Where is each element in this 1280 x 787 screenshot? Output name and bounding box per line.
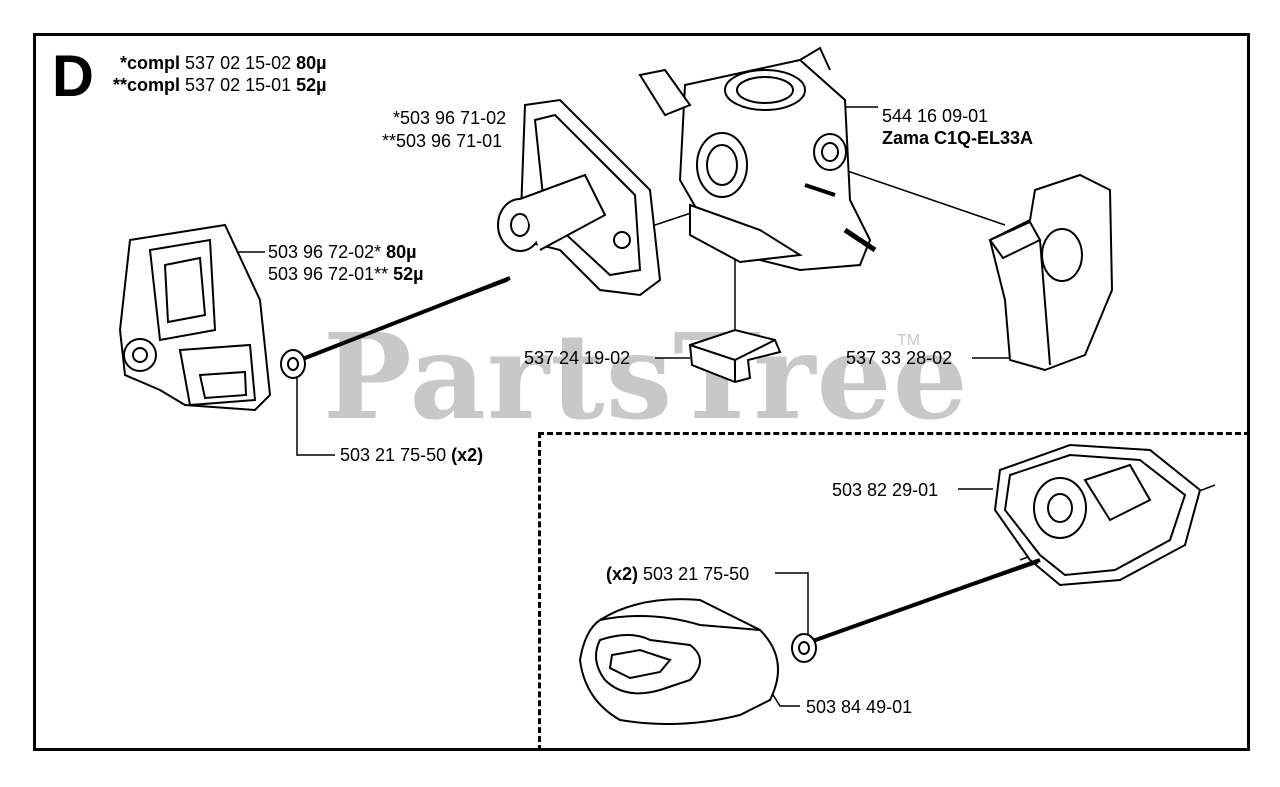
carburetor-illustration: [638, 46, 877, 272]
screw-bottom-illustration: [791, 558, 1041, 663]
callout-holder: 503 82 29-01: [832, 480, 939, 500]
callout-screw-top: 503 21 75-50 (x2): [340, 445, 483, 465]
callout-screw-bottom: (x2) 503 21 75-50: [606, 564, 749, 584]
header-line-1-prefix: *compl: [120, 53, 181, 73]
header-line-1-part: 537 02 15-02: [185, 53, 292, 73]
watermark-text: PartsTree: [323, 307, 969, 446]
plate-illustration: [988, 173, 1114, 372]
callout-intake-a: *503 96 71-02: [393, 108, 507, 128]
callout-block: 537 24 19-02: [524, 348, 631, 368]
header-line-2-size: 52µ: [296, 75, 327, 95]
callout-filter-a-size: 80µ: [386, 242, 417, 262]
intake-adapter-illustration: [497, 98, 662, 297]
callout-screw-bottom-qty: (x2): [606, 564, 639, 584]
callout-carb-part: 544 16 09-01: [882, 106, 989, 126]
header-line-1: *compl 537 02 15-02 80µ: [120, 53, 327, 73]
watermark-trademark: TM: [897, 332, 921, 349]
callout-screw-bottom-part: 503 21 75-50: [643, 564, 750, 584]
filter-cover-illustration: [118, 223, 272, 412]
callout-grommet: 503 84 49-01: [806, 697, 913, 717]
holder-illustration: [993, 443, 1202, 587]
screw-top-illustration: [280, 276, 511, 379]
block-illustration: [688, 328, 782, 384]
callout-filter-b-part: 503 96 72-01**: [268, 264, 389, 284]
diagram-frame: [33, 33, 1250, 751]
axis-plate: [829, 164, 1006, 226]
callout-filter-b-size: 52µ: [393, 264, 424, 284]
callout-filter-a-part: 503 96 72-02*: [268, 242, 382, 262]
header-line-2-prefix: **compl: [113, 75, 181, 95]
callout-filter-a: 503 96 72-02* 80µ: [268, 242, 417, 262]
callout-screw-top-qty: (x2): [451, 445, 484, 465]
header-line-2-part: 537 02 15-01: [185, 75, 292, 95]
grommet-illustration: [578, 598, 779, 725]
section-letter: D: [52, 44, 94, 109]
leader-screw-top: [296, 372, 335, 456]
header-line-1-size: 80µ: [296, 53, 327, 73]
leader-screw-bottom: [775, 572, 809, 635]
header-line-2: **compl 537 02 15-01 52µ: [113, 75, 327, 95]
leader-grommet: [769, 689, 800, 707]
callout-plate: 537 33 28-02: [846, 348, 953, 368]
callout-filter-b: 503 96 72-01** 52µ: [268, 264, 424, 284]
callout-screw-top-part: 503 21 75-50: [340, 445, 447, 465]
callout-carb-model: Zama C1Q-EL33A: [882, 128, 1034, 148]
inset-dashed-border: [538, 432, 1250, 751]
callout-intake-b: **503 96 71-01: [382, 131, 503, 151]
